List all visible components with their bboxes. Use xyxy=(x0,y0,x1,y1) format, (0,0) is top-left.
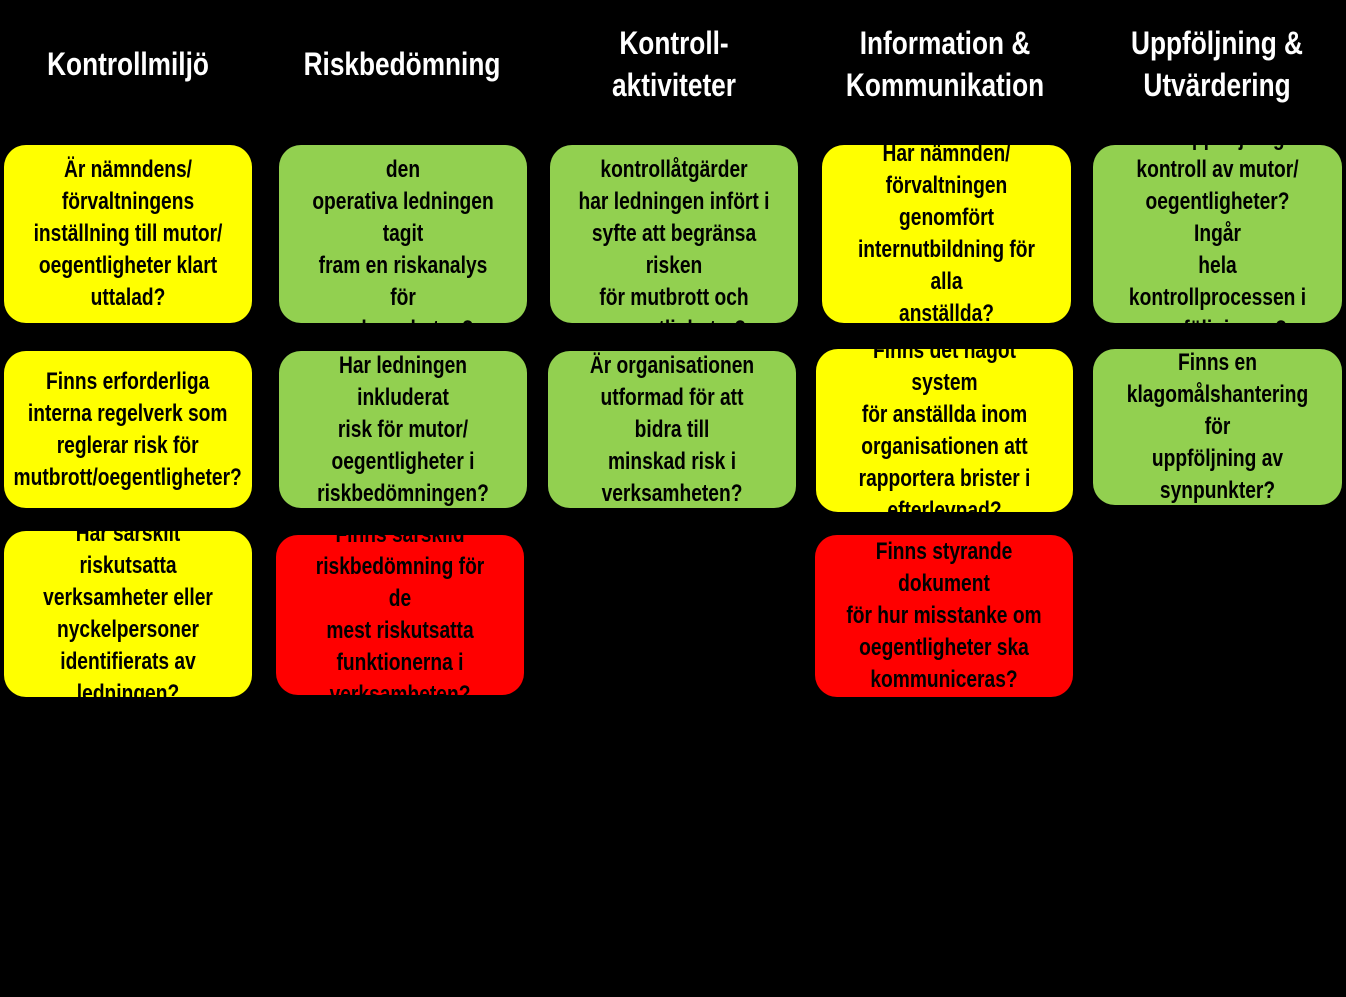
question-text: Är nämndens/ förvaltningens inställning … xyxy=(33,156,223,311)
question-text: Har särskilt riskutsatta verksamheter el… xyxy=(43,520,213,707)
column-header-kontrollmiljo: Kontrollmiljö xyxy=(47,46,209,82)
question-text: Har nämnden eller den operativa ledninge… xyxy=(312,124,494,343)
question-text: Är organisationen utformad för att bidra… xyxy=(589,351,755,507)
question-text: Finns uppföljning av kontroll av mutor/ … xyxy=(1123,124,1312,343)
question-card: Finns särskild riskbedömning för de mest… xyxy=(276,521,524,708)
question-card: Är nämndens/ förvaltningens inställning … xyxy=(4,145,252,323)
column-header-uppfoljning-utvardering: Uppföljning & Utvärdering xyxy=(1131,25,1303,103)
question-card: Finns en klagomålshantering för uppföljn… xyxy=(1093,349,1342,505)
column-header-riskbedomning: Riskbedömning xyxy=(303,46,501,82)
question-card: Har ledningen inkluderat risk för mutor/… xyxy=(279,351,527,508)
column-header-kontrollaktiviteter: Kontroll- aktiviteter xyxy=(612,25,736,103)
question-card: Finns styrande dokument för hur misstank… xyxy=(815,535,1073,697)
column-header-information-kommunikation: Information & Kommunikation xyxy=(845,25,1045,103)
question-card: Är organisationen utformad för att bidra… xyxy=(548,351,796,508)
question-card: Finns erforderliga interna regelverk som… xyxy=(4,351,252,508)
question-card: Finns det något system för anställda ino… xyxy=(816,337,1073,524)
question-card: Har nämnden eller den operativa ledninge… xyxy=(279,124,527,343)
question-card: Finns uppföljning av kontroll av mutor/ … xyxy=(1093,124,1342,343)
question-card: Har nämnden/ förvaltningen genomfört int… xyxy=(822,140,1071,327)
question-text: Har ledningen inkluderat risk för mutor/… xyxy=(317,351,489,507)
question-card: Har särskilt riskutsatta verksamheter el… xyxy=(4,520,252,707)
question-text: Finns det något system för anställda ino… xyxy=(858,336,1031,524)
question-text: Vilka kontrollåtgärder har ledningen inf… xyxy=(578,124,770,343)
question-text: Finns en klagomålshantering för uppföljn… xyxy=(1126,349,1309,504)
question-card: Vilka kontrollåtgärder har ledningen inf… xyxy=(550,124,798,343)
question-text: Finns styrande dokument för hur misstank… xyxy=(846,538,1042,693)
question-text: Har nämnden/ förvaltningen genomfört int… xyxy=(857,140,1036,327)
question-text: Finns särskild riskbedömning för de mest… xyxy=(315,521,485,708)
question-text: Finns erforderliga interna regelverk som… xyxy=(13,367,243,491)
